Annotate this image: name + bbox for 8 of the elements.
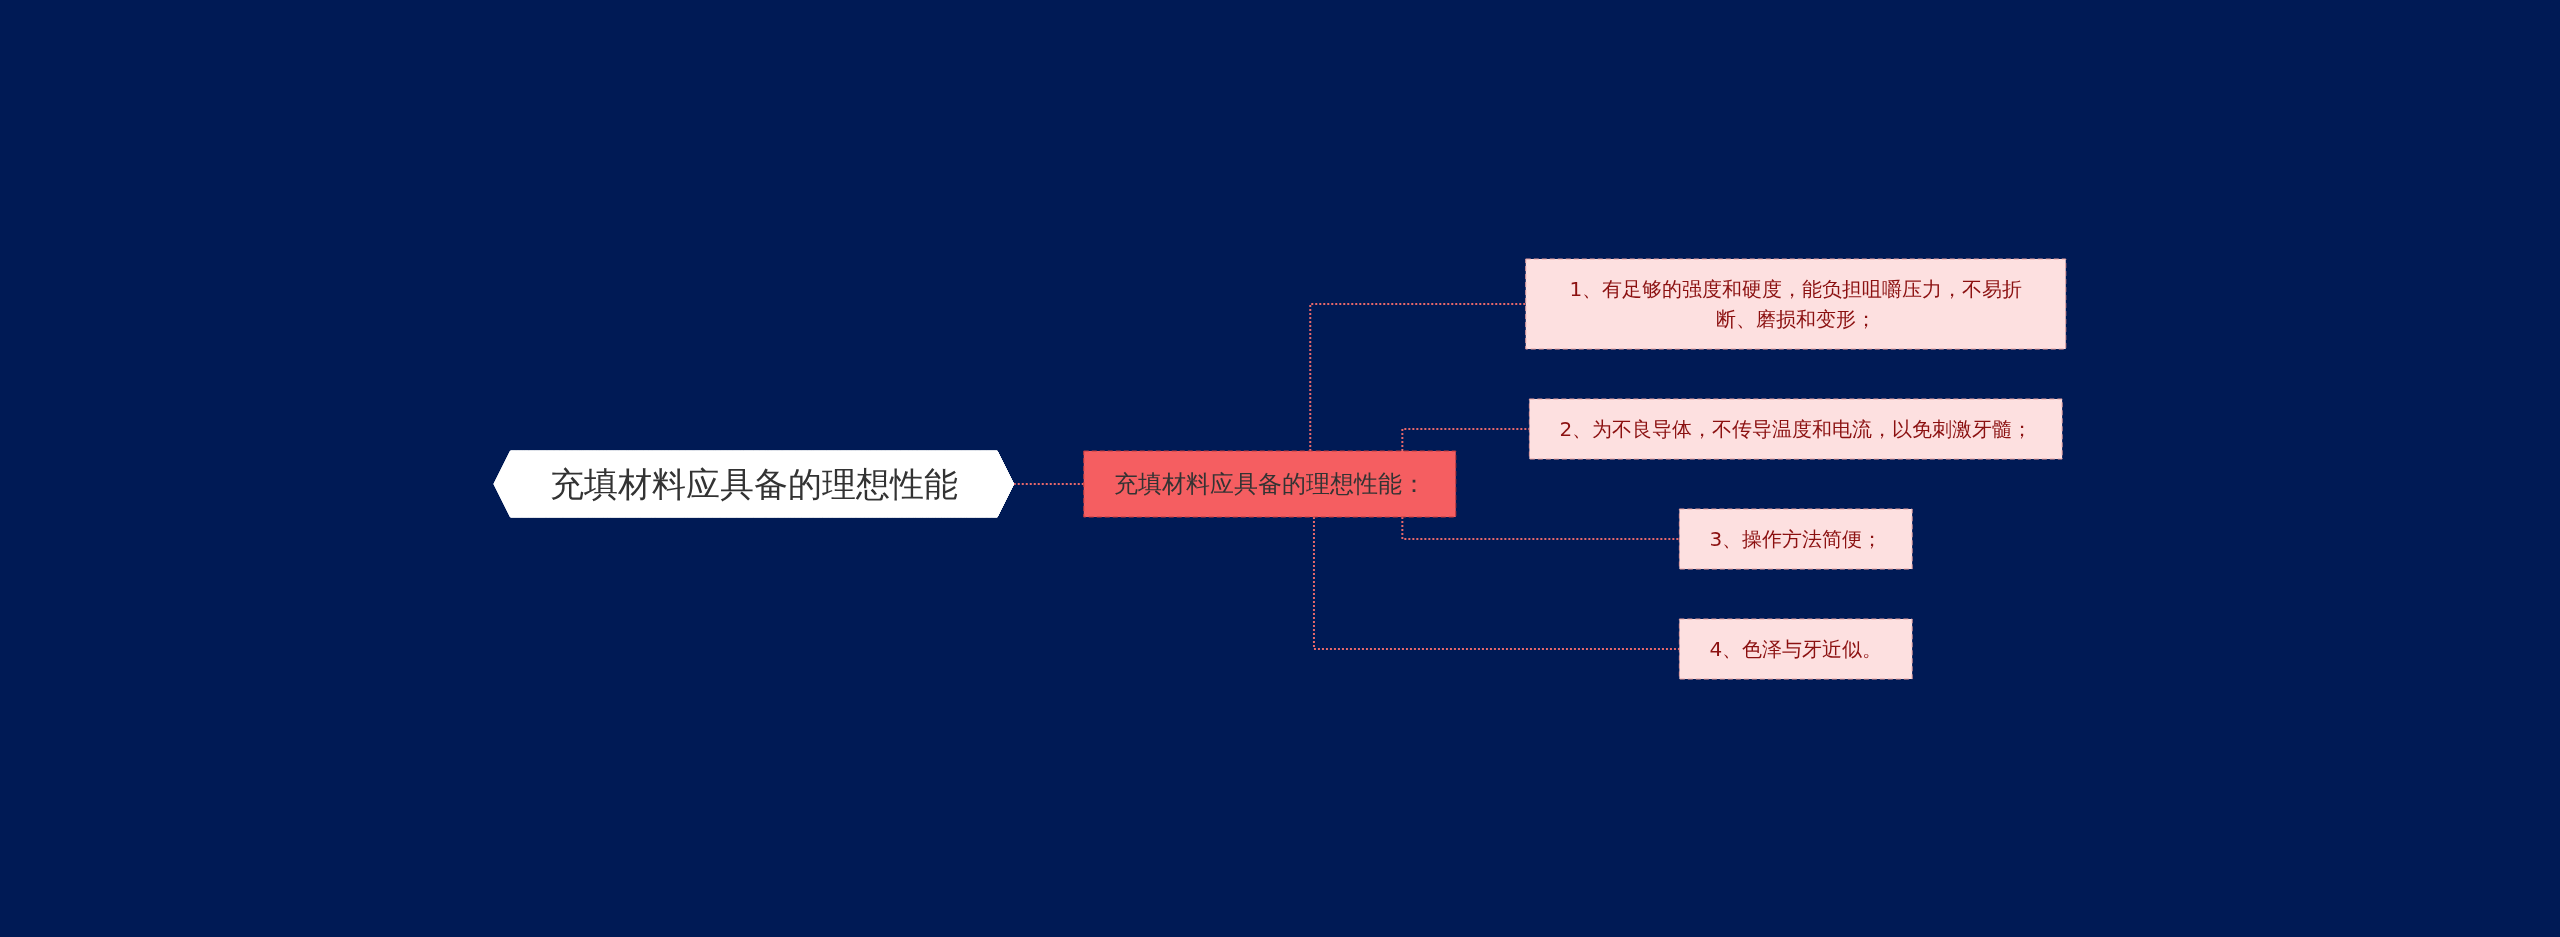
node-box: 3、操作方法简便； — [1679, 508, 1913, 569]
node-box: 充填材料应具备的理想性能： — [1083, 450, 1457, 517]
connector — [1013, 482, 1085, 485]
node-box: 2、为不良导体，不传导温度和电流，以免刺激牙髓； — [1529, 398, 2063, 459]
node-box: 1、有足够的强度和硬度，能负担咀嚼压力，不易折断、磨损和变形； — [1525, 258, 2067, 349]
connector — [1313, 515, 1681, 650]
node-box: 4、色泽与牙近似。 — [1679, 618, 1913, 679]
connector — [1401, 515, 1681, 540]
